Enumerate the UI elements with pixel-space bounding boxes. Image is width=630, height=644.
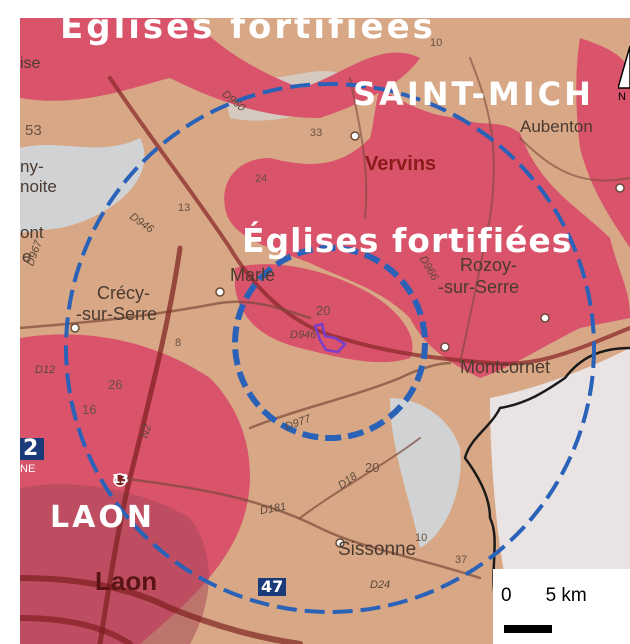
region-label-center: Églises fortifiées (242, 221, 573, 260)
map-number: 20 (365, 460, 380, 475)
edge-fragment: e (22, 247, 32, 266)
laon-region-label: LAON (50, 500, 155, 535)
scale-bar-segment (504, 625, 552, 633)
scale-label: 0 5 km (501, 585, 587, 607)
map-number: 47 (258, 578, 287, 596)
map-number: 16 (82, 402, 97, 417)
edge-fragment: 2 (20, 438, 45, 460)
town-aubenton: Aubenton (520, 117, 593, 136)
edge-fragment: 53 (25, 122, 42, 139)
map-number: 20 (316, 303, 331, 318)
road-label: D946 (290, 329, 317, 341)
map-number: 33 (310, 127, 323, 139)
roads (20, 57, 630, 644)
map-number: 13 (112, 472, 129, 486)
fortified-zone-right-top (576, 38, 630, 248)
edge-fragment: ny- (20, 157, 44, 176)
north-label: N (618, 91, 626, 103)
town-rozoy-line1: Rozoy- (460, 255, 518, 275)
map-number: 10 (415, 532, 428, 544)
town-vervins: Vervins (365, 153, 437, 175)
light-zone-lower (390, 398, 461, 548)
inner-dashed-circle (232, 245, 428, 441)
scale-start-label: 0 (501, 585, 512, 606)
north-arrow-icon (617, 45, 630, 89)
north-arrow: N (617, 45, 630, 116)
fortified-zone-center (235, 264, 413, 363)
town-montcornet: Montcornet (460, 357, 551, 377)
map-number: 13 (178, 202, 191, 214)
map-canvas (20, 18, 630, 644)
scale-end-label: 5 km (545, 585, 587, 606)
town-crecy-line2: -sur-Serre (76, 304, 158, 324)
region-label-top: Eglises fortifiées (60, 18, 436, 47)
map-number: 26 (108, 377, 123, 392)
town-markers (70, 131, 625, 548)
town-laon: Laon (95, 566, 158, 596)
region-label-right: SAINT-MICH (353, 75, 594, 113)
road-label: D12 (35, 364, 56, 376)
light-zone-left (20, 138, 145, 233)
town-marle: Marle (230, 265, 276, 285)
town-crecy-line1: Crécy- (97, 283, 150, 303)
town-sissonne: Sissonne (338, 539, 417, 560)
edge-fragment: noite (20, 177, 57, 196)
outer-dashed-circle (64, 82, 596, 614)
map-number: 37 (455, 554, 468, 566)
map-number: 8 (175, 337, 182, 349)
map-number: 24 (255, 173, 268, 185)
edge-fragment: ise (20, 55, 41, 72)
fortified-zone-north (224, 88, 630, 378)
fortified-zone-top (20, 18, 420, 118)
edge-fragment: NE (20, 463, 36, 475)
map: Eglises fortifiées Églises fortifiées SA… (20, 18, 630, 644)
scale-bar: 0 5 km (493, 569, 630, 644)
town-rozoy-line2: -sur-Serre (438, 277, 520, 297)
map-number: 10 (430, 37, 443, 49)
road-label: D24 (370, 579, 391, 591)
edge-fragment: ont (20, 223, 44, 242)
site-outline (313, 322, 347, 354)
